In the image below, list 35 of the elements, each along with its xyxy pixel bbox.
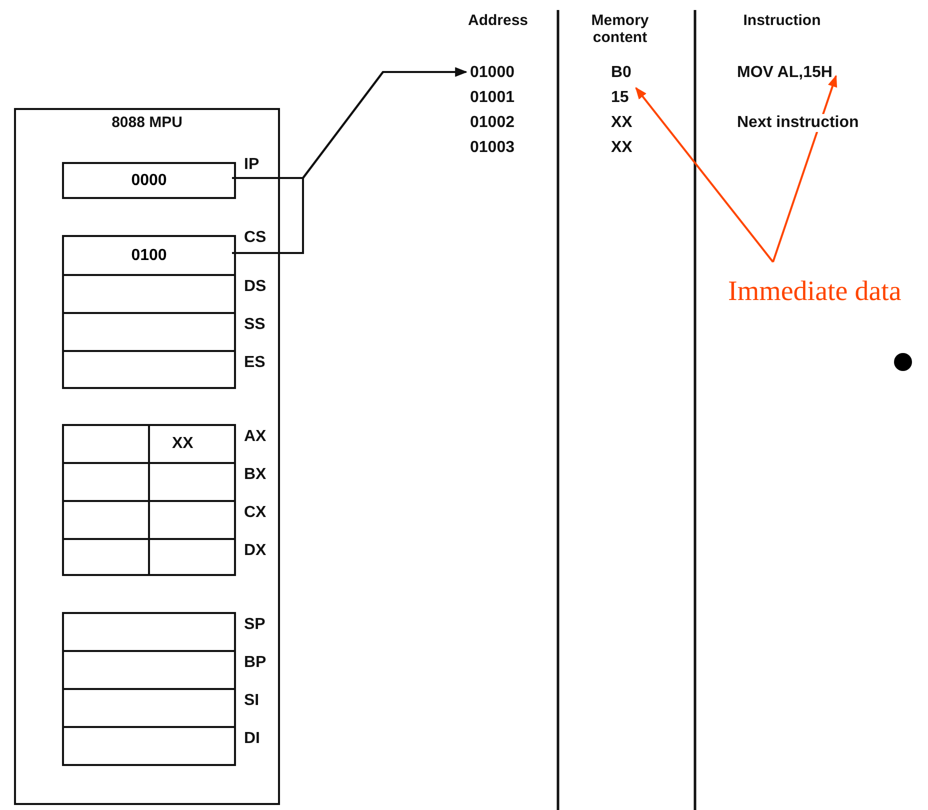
address-value: 01000 [470, 64, 514, 82]
address-value: 01002 [470, 114, 514, 132]
arrow [232, 67, 468, 254]
processor-box [14, 108, 280, 805]
memory-value: B0 [611, 64, 632, 82]
column-header: Address [466, 12, 530, 29]
address-value: 01001 [470, 89, 514, 107]
register-name: BP [244, 654, 266, 672]
arrow [635, 87, 774, 263]
processor-title: 8088 MPU [110, 114, 184, 132]
register-value: XX [172, 435, 194, 453]
register-name: SP [244, 616, 266, 634]
register-name: DI [244, 730, 260, 748]
memory-value: XX [611, 114, 632, 132]
register-field: 0100 [62, 235, 236, 276]
register-name: DX [244, 542, 266, 560]
register-name: AX [244, 428, 266, 446]
address-value: 01003 [470, 139, 514, 157]
column-header: Memory content [590, 12, 650, 46]
register-name: BX [244, 466, 266, 484]
register-name: ES [244, 354, 266, 372]
instruction-text: Next instruction [737, 114, 859, 132]
register-name: SI [244, 692, 260, 710]
register-name: CS [244, 229, 266, 247]
register-name: SS [244, 316, 266, 334]
column-header: Instruction [742, 12, 822, 29]
arrow [772, 74, 838, 262]
memory-value: XX [611, 139, 632, 157]
instruction-text: MOV AL,15H [737, 64, 832, 82]
register-name: DS [244, 278, 266, 296]
register-name: CX [244, 504, 266, 522]
memory-value: 15 [611, 89, 629, 107]
register-name: IP [244, 156, 260, 174]
annotation-text: Immediate data [728, 276, 902, 308]
register-field: 0000 [62, 162, 236, 199]
